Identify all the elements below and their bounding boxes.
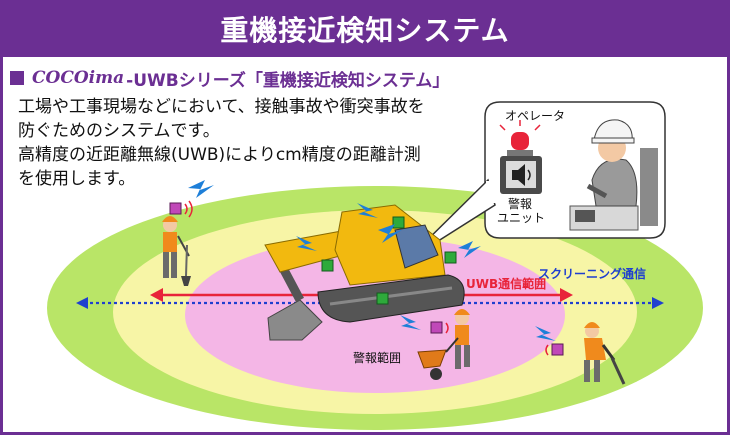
bullet-square-icon bbox=[10, 71, 24, 85]
description-line: を使用します。 bbox=[18, 169, 136, 189]
signal-icon bbox=[188, 180, 214, 198]
sensor bbox=[321, 259, 334, 272]
alarm-unit-label-line1: 警報 bbox=[508, 196, 532, 211]
signal-icon bbox=[458, 241, 481, 258]
tag bbox=[430, 321, 443, 334]
tag-signal-arcs bbox=[184, 200, 549, 356]
uwb-range-label: UWB通信範囲 bbox=[466, 276, 546, 291]
sensor bbox=[392, 216, 405, 229]
sensor bbox=[376, 292, 389, 305]
worker-jackhammer bbox=[584, 322, 626, 385]
excavator-sensors bbox=[321, 216, 457, 305]
radio-waves bbox=[188, 180, 556, 341]
worker-wheelbarrow bbox=[417, 309, 470, 380]
signal-icon bbox=[378, 224, 402, 243]
screening-arrow bbox=[76, 297, 664, 309]
alarm-range-label: 警報範囲 bbox=[353, 350, 401, 365]
screening-label: スクリーニング通信 bbox=[538, 266, 646, 281]
description-line: 高精度の近距離無線(UWB)によりcm精度の距離計測 bbox=[18, 145, 421, 165]
operator-label: オペレータ bbox=[505, 109, 565, 123]
signal-icon bbox=[296, 236, 317, 251]
excavator bbox=[264, 204, 465, 341]
description-line: 工場や工事現場などにおいて、接触事故や衝突事故を bbox=[18, 97, 425, 117]
worker-tags bbox=[169, 202, 564, 356]
speaker-icon bbox=[512, 164, 525, 186]
warning-light-icon bbox=[511, 132, 529, 150]
frame-border-right bbox=[727, 57, 730, 435]
alarm-unit-label-line2: ユニット bbox=[497, 211, 545, 225]
tag bbox=[551, 343, 564, 356]
page-title: 重機接近検知システム bbox=[0, 0, 730, 57]
brand-name: COCOima bbox=[32, 68, 125, 88]
description: 工場や工事現場などにおいて、接触事故や衝突事故を 防ぐためのシステムです。 高精… bbox=[18, 95, 425, 191]
tag bbox=[169, 202, 182, 215]
description-line: 防ぐためのシステムです。 bbox=[18, 121, 220, 141]
alarm-unit bbox=[499, 120, 542, 194]
operator-figure bbox=[569, 119, 658, 231]
signal-icon bbox=[535, 326, 556, 341]
frame-border-left bbox=[0, 57, 3, 435]
signal-icon bbox=[400, 315, 421, 330]
signal-icon bbox=[357, 203, 378, 218]
worker-shovel bbox=[162, 216, 191, 286]
subtitle-text: -UWBシリーズ「重機接近検知システム」 bbox=[126, 70, 450, 91]
subtitle: COCOima -UWBシリーズ「重機接近検知システム」 bbox=[10, 67, 450, 91]
sensor bbox=[444, 251, 457, 264]
frame-border-bottom bbox=[0, 432, 730, 435]
